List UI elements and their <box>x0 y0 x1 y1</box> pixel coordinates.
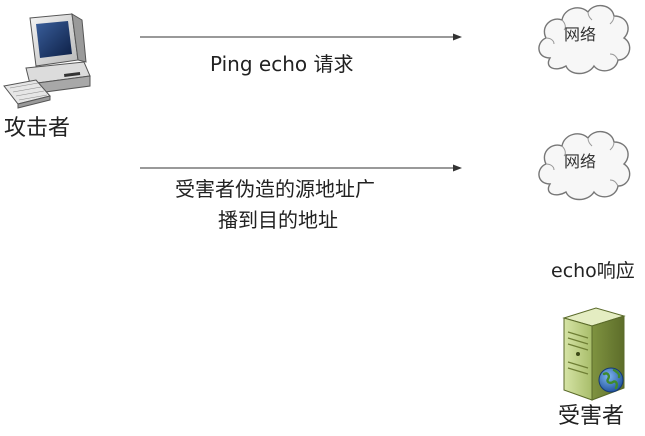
victim-label: 受害者 <box>558 404 625 429</box>
attacker-label: 攻击者 <box>4 116 71 141</box>
network-cloud-bottom: 网络 <box>532 126 636 206</box>
spoofed-broadcast-label-line1: 受害者伪造的源地址广 <box>175 177 375 201</box>
ping-request-label: Ping echo 请求 <box>210 52 354 76</box>
ping-request-arrow <box>140 33 462 41</box>
spoofed-broadcast-label-line2: 播到目的地址 <box>218 208 338 232</box>
spoofed-broadcast-arrow <box>140 164 462 172</box>
echo-response-label: echo响应 <box>551 260 635 282</box>
network-label-bottom: 网络 <box>564 152 597 171</box>
cloud-icon <box>538 5 631 75</box>
cloud-icon <box>538 131 631 201</box>
server-icon <box>562 307 626 401</box>
network-label-top: 网络 <box>564 25 597 44</box>
computer-icon <box>3 13 91 109</box>
network-cloud-top: 网络 <box>532 0 636 80</box>
